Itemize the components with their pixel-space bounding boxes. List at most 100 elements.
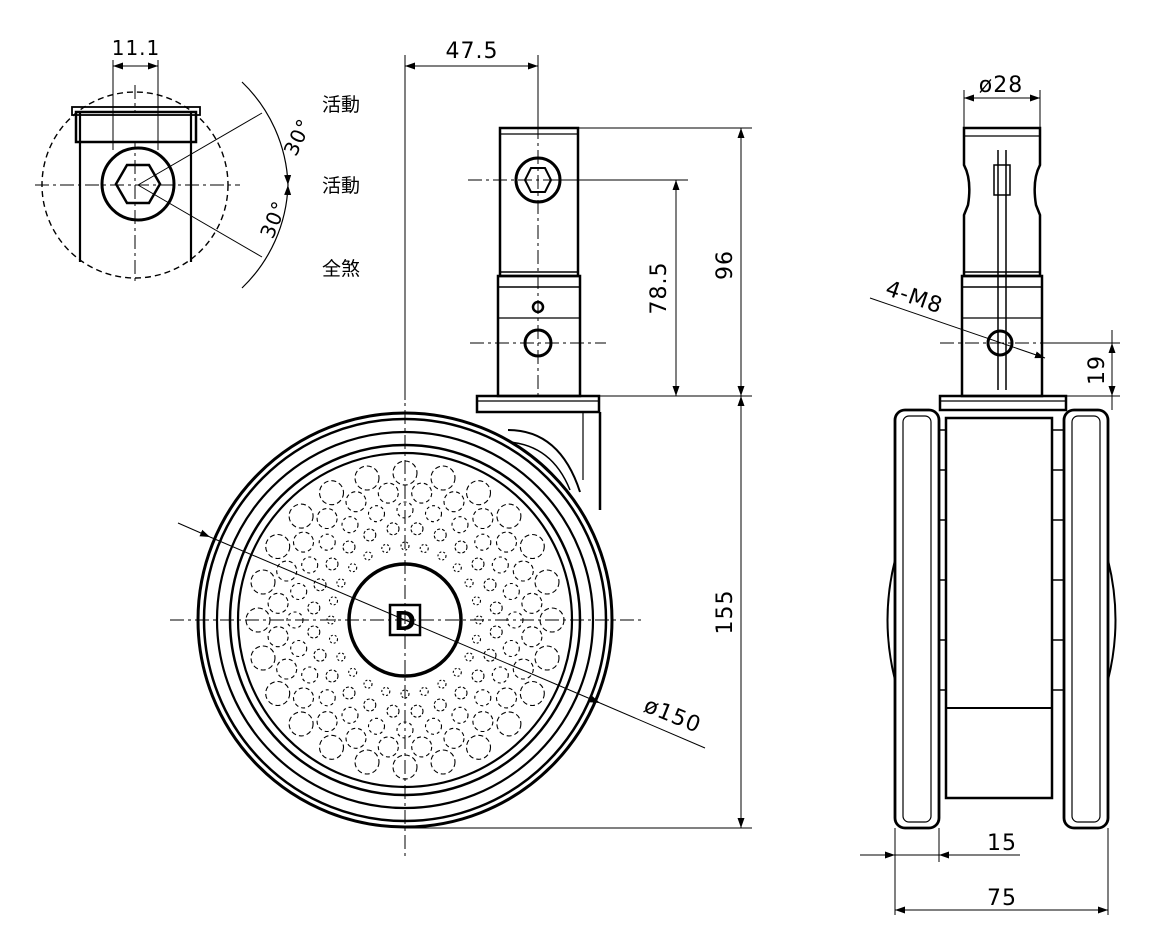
perforation-hole <box>454 540 468 554</box>
perforation-hole <box>437 551 447 561</box>
perforation-hole <box>464 652 474 662</box>
perforation-hole <box>491 556 509 574</box>
perforation-hole <box>400 541 410 551</box>
perforation-hole <box>483 648 497 662</box>
perforation-hole <box>276 658 298 680</box>
dim-wheel-height-label: 155 <box>713 590 738 635</box>
stem-lower-front <box>960 274 1044 398</box>
perforation-hole <box>471 634 482 644</box>
perforation-hole <box>377 482 399 504</box>
perforation-hole <box>471 557 485 571</box>
perforation-hole <box>345 491 367 513</box>
perforation-hole <box>301 666 319 684</box>
perforation-hole <box>381 686 391 697</box>
dim-width-label: 11.1 <box>112 36 161 60</box>
tire-right <box>1062 408 1110 830</box>
perforation-hole <box>410 704 424 718</box>
perforation-hole <box>502 639 520 658</box>
perforation-hole <box>342 540 356 554</box>
perforation-hole <box>288 503 314 529</box>
side-view <box>170 55 752 860</box>
perforation-hole <box>483 578 497 592</box>
perforation-hole <box>491 666 509 684</box>
perforation-hole <box>424 505 443 523</box>
perforation-hole <box>411 736 433 758</box>
perforation-hole <box>495 531 518 553</box>
perforation-hole <box>386 704 400 718</box>
dim-offset-label: 47.5 <box>446 39 499 64</box>
perforation-hole <box>381 543 391 554</box>
perforation-hole <box>363 679 373 689</box>
angle-arc-lower <box>241 184 292 289</box>
perforation-hole <box>363 551 373 561</box>
dim-stem-height-label: 96 <box>713 250 738 280</box>
perforation-hole <box>377 736 399 758</box>
perforation-hole <box>354 465 380 491</box>
perforation-hole <box>363 698 377 712</box>
perforation-hole <box>328 596 339 606</box>
perforation-hole <box>325 557 339 571</box>
perforation-hole <box>519 680 545 707</box>
perforation-hole <box>419 686 429 697</box>
perforation-hole <box>443 727 465 749</box>
dim-total-width-label: 75 <box>987 886 1017 911</box>
perforation-hole <box>496 503 522 529</box>
position-label-swivel-1: 活動 <box>322 94 360 116</box>
perforation-hole <box>433 528 447 542</box>
perforation-hole <box>534 569 560 595</box>
perforation-hole <box>301 556 319 574</box>
perforation-hole <box>452 667 462 677</box>
perforation-hole <box>489 601 503 615</box>
perforation-hole <box>419 543 429 554</box>
perforation-hole <box>400 689 410 699</box>
angle-upper-label: 30° <box>279 115 317 160</box>
tire-left <box>893 408 941 830</box>
perforation-hole <box>316 710 338 733</box>
perforation-hole <box>345 727 367 749</box>
perforation-hole <box>325 669 339 683</box>
hex-bolt-ring <box>100 146 176 222</box>
perforation-hole <box>307 625 321 639</box>
perforation-hole <box>336 578 346 588</box>
perforation-hole <box>452 563 462 573</box>
perforation-hole <box>430 465 456 491</box>
thread-hole <box>986 329 1014 357</box>
perforation-hole <box>451 706 469 724</box>
perforation-hole <box>386 522 400 536</box>
perforation-hole <box>276 560 298 582</box>
perforation-hole <box>267 626 289 648</box>
dim-diameter-label: ø150 <box>640 693 704 738</box>
perforation-hole <box>471 596 482 606</box>
hex-bolt-icon <box>114 163 162 205</box>
perforation-hole <box>521 626 543 648</box>
perforation-hole <box>411 482 433 504</box>
perforation-hole <box>472 507 494 530</box>
perforation-hole <box>519 533 545 560</box>
perforation-hole <box>430 749 456 775</box>
perforation-hole <box>454 686 468 700</box>
perforation-hole <box>318 734 345 760</box>
perforation-hole <box>367 505 386 523</box>
perforation-hole <box>250 569 276 595</box>
perforation-hole <box>437 679 447 689</box>
perforation-hole <box>292 531 315 553</box>
perforation-hole <box>307 601 321 615</box>
stem-head <box>74 110 198 144</box>
angle-arc-upper <box>241 81 292 186</box>
perforation-hole <box>465 734 492 760</box>
perforation-hole <box>464 578 474 588</box>
top-plate <box>475 394 601 414</box>
perforation-hole <box>489 625 503 639</box>
wheel-tire-3 <box>215 430 595 810</box>
perforation-hole <box>318 480 345 506</box>
stem-lower <box>496 274 582 398</box>
perforation-hole <box>534 645 560 671</box>
perforation-hole <box>265 680 291 707</box>
perforation-hole <box>313 648 327 662</box>
perforation-hole <box>512 560 534 582</box>
perforation-hole <box>288 711 314 737</box>
position-label-brake: 全煞 <box>322 258 360 280</box>
perforation-hole <box>496 711 522 737</box>
top-plate-front <box>938 394 1068 412</box>
wheel-perforations <box>245 460 565 780</box>
